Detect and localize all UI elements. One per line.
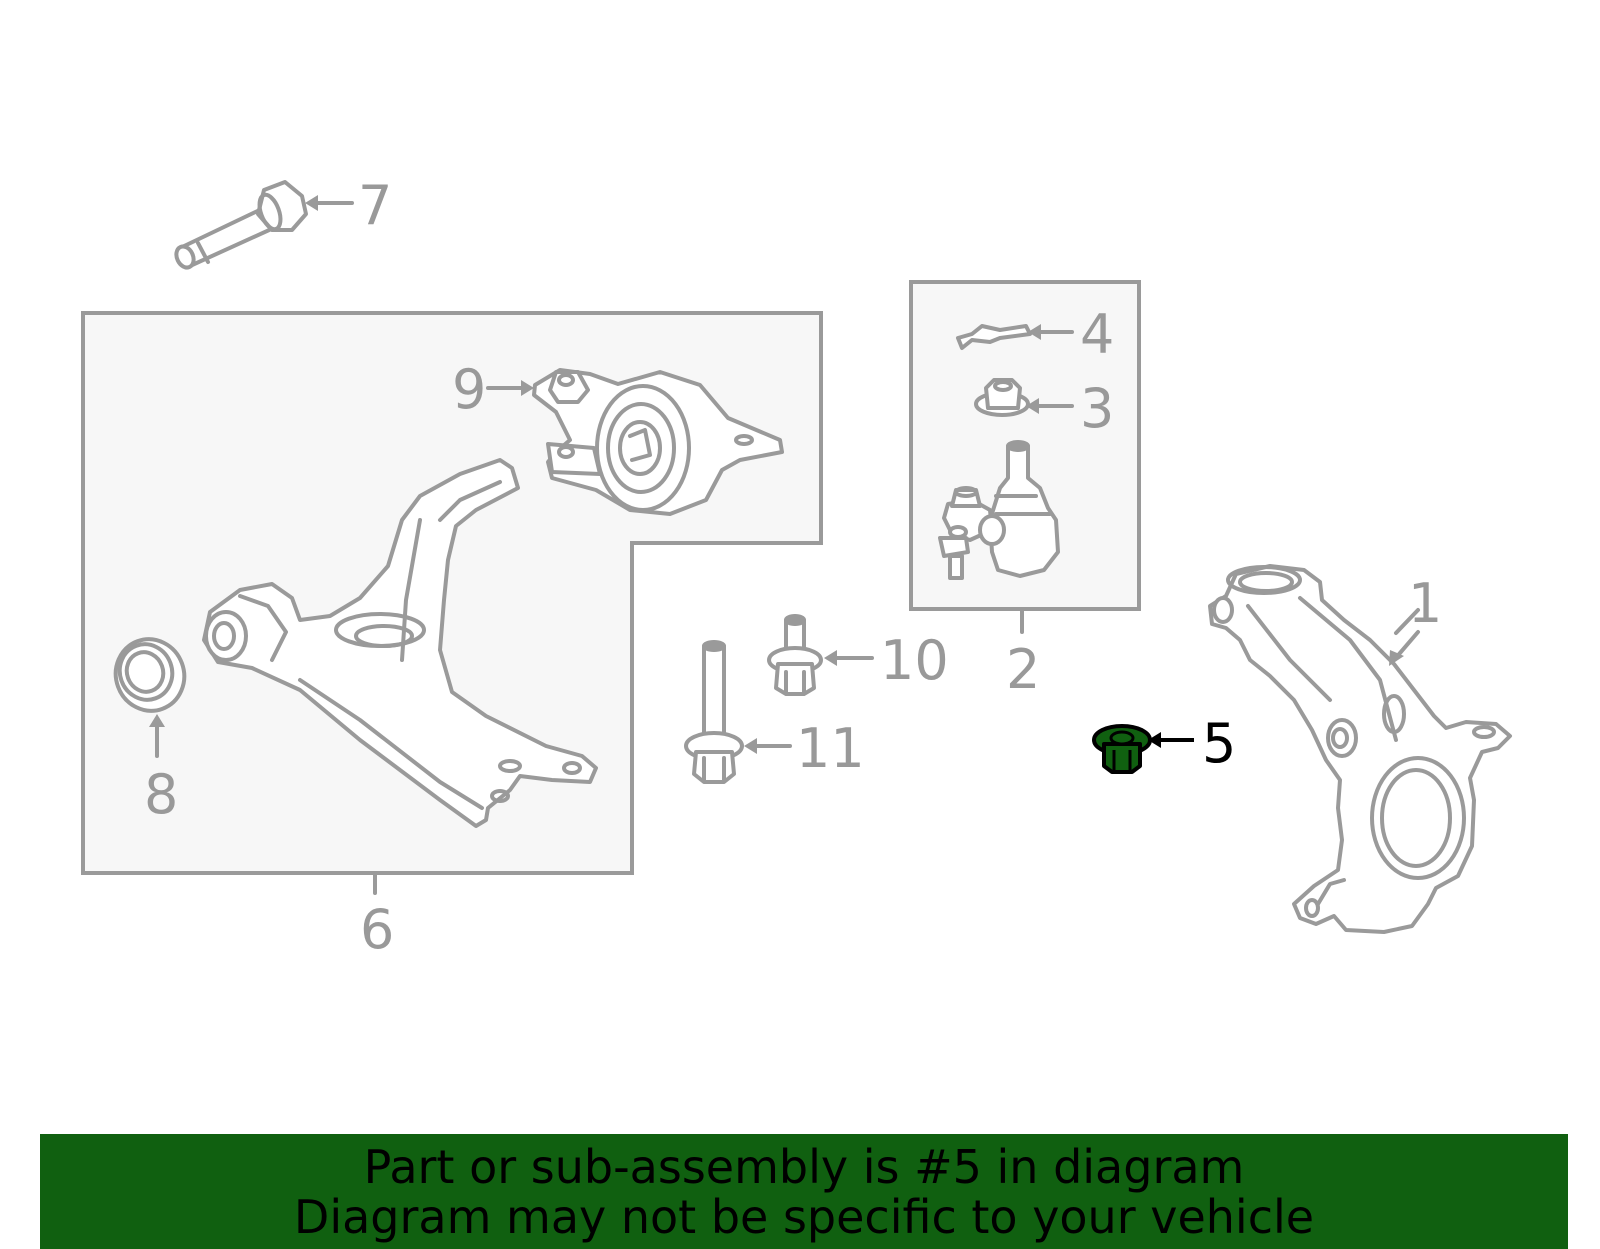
part-7-bolt[interactable] — [173, 180, 308, 270]
callout-11-arrow — [744, 738, 792, 754]
callout-3-arrow — [1026, 398, 1074, 414]
callout-10-arrow — [824, 650, 874, 666]
info-banner: Part or sub-assembly is #5 in diagram Di… — [40, 1134, 1568, 1249]
callout-5: 5 — [1202, 712, 1236, 775]
callout-7: 7 — [358, 174, 392, 237]
part-4-cotter-pin[interactable] — [956, 324, 1032, 350]
part-11-bolt[interactable] — [684, 640, 744, 784]
part-9-bushing[interactable] — [532, 368, 784, 516]
callout-4-arrow — [1028, 324, 1074, 340]
callout-1: 1 — [1408, 572, 1442, 635]
parts-diagram: 7 9 6 8 — [81, 174, 1512, 961]
callout-8: 8 — [144, 763, 178, 826]
part-2-ball-joint[interactable] — [938, 440, 1060, 580]
callout-8-arrow — [149, 714, 165, 758]
callout-10: 10 — [880, 629, 949, 692]
part-6-control-arm[interactable] — [202, 458, 598, 828]
callout-7-arrow — [305, 195, 354, 211]
callout-4: 4 — [1080, 303, 1114, 366]
part-8-washer[interactable] — [106, 630, 195, 721]
callout-9: 9 — [452, 358, 486, 421]
callout-3: 3 — [1080, 377, 1114, 440]
callout-2: 2 — [1006, 638, 1040, 701]
callout-6: 6 — [360, 898, 394, 961]
callout-1-arrow — [1389, 608, 1420, 666]
banner-line-2: Diagram may not be specific to your vehi… — [293, 1190, 1315, 1244]
callout-5-arrow — [1148, 732, 1194, 748]
callout-9-arrow — [486, 380, 534, 396]
banner-line-1: Part or sub-assembly is #5 in diagram — [363, 1140, 1245, 1194]
part-3-nut[interactable] — [974, 378, 1030, 417]
part-10-bolt[interactable] — [767, 614, 823, 696]
part-1-knuckle[interactable] — [1208, 564, 1512, 934]
callout-11: 11 — [796, 717, 865, 780]
part-5-flange-nut[interactable] — [1092, 724, 1152, 774]
